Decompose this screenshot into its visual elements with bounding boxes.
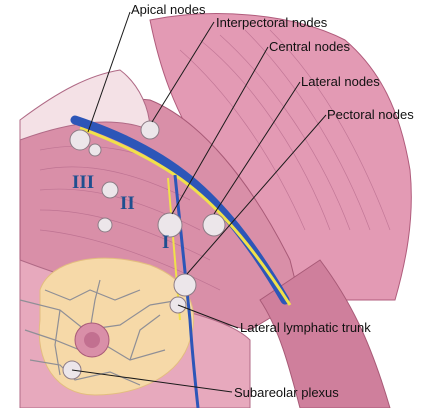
central-nodes-label: Central nodes (269, 39, 350, 54)
nipple (84, 332, 100, 348)
lateral-lymphatic-trunk-label: Lateral lymphatic trunk (240, 320, 371, 335)
level-3-node (89, 144, 101, 156)
level-2-node (102, 182, 118, 198)
level-1-marker: I (162, 232, 169, 253)
level-2-marker: II (120, 193, 135, 214)
level-3-marker: III (72, 172, 94, 193)
apical-node (70, 130, 90, 150)
lateral-node (203, 214, 225, 236)
lateral-nodes-label: Lateral nodes (301, 74, 380, 89)
apical-nodes-label: Apical nodes (131, 2, 206, 17)
pectoral-node (174, 274, 196, 296)
interpectoral-nodes-label: Interpectoral nodes (216, 15, 328, 30)
level-2-node-b (98, 218, 112, 232)
interpectoral-node (141, 121, 159, 139)
subareolar-plexus-label: Subareolar plexus (234, 385, 339, 400)
pectoral-nodes-label: Pectoral nodes (327, 107, 414, 122)
